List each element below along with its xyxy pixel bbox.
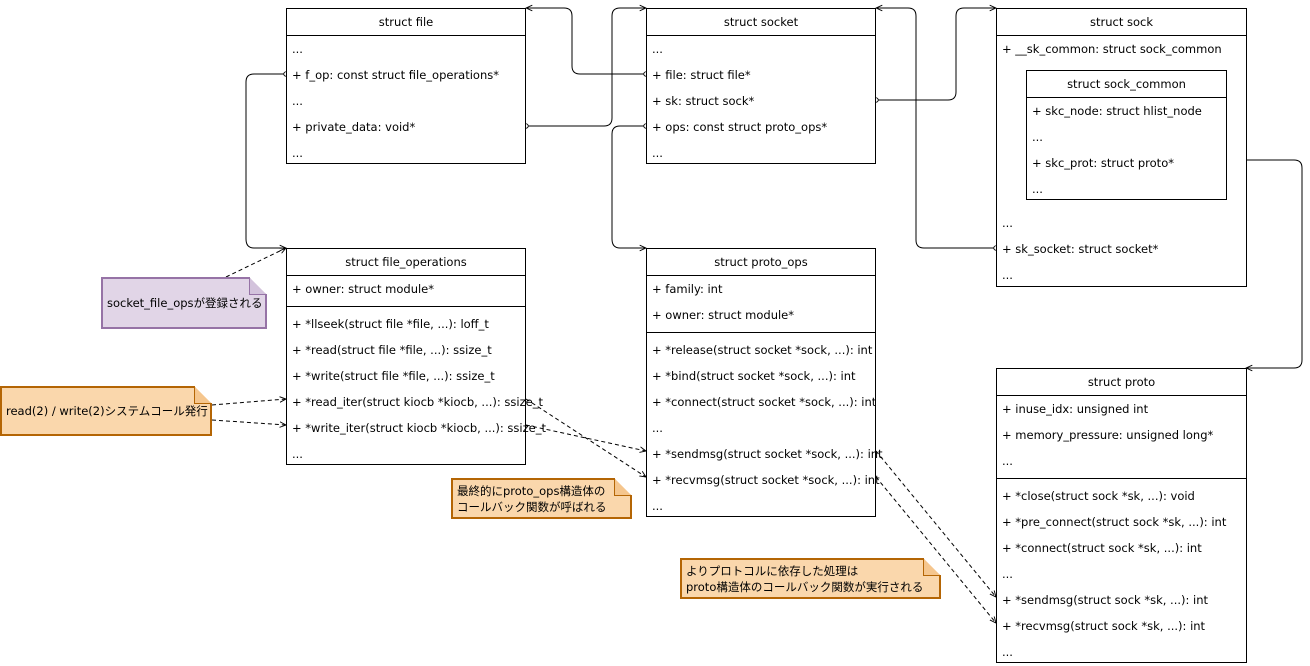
method-row: ... bbox=[1002, 567, 1013, 581]
method-row-read-iter: + *read_iter(struct kiocb *kiocb, ...): … bbox=[292, 395, 543, 409]
method-row-write-iter: + *write_iter(struct kiocb *kiocb, ...):… bbox=[292, 421, 546, 435]
divider bbox=[287, 306, 525, 307]
method-row-bind: + *bind(struct socket *sock, ...): int bbox=[652, 369, 856, 383]
class-struct-file-operations[interactable]: struct file_operations + owner: struct m… bbox=[286, 248, 546, 465]
method-row-sendmsg: + *sendmsg(struct sock *sk, ...): int bbox=[1002, 593, 1209, 607]
note-syscall[interactable]: read(2) / write(2)システムコール発行 bbox=[0, 386, 212, 436]
class-struct-socket[interactable]: struct socket ... + file: struct file* +… bbox=[646, 8, 876, 164]
class-row-skc-node: + skc_node: struct hlist_node bbox=[1032, 104, 1202, 118]
class-row-owner: + owner: struct module* bbox=[652, 308, 795, 322]
class-struct-sock-common[interactable]: struct sock_common + skc_node: struct hl… bbox=[1026, 70, 1227, 200]
method-row-release: + *release(struct socket *sock, ...): in… bbox=[652, 343, 873, 357]
class-row-f-op: + f_op: const struct file_operations* bbox=[292, 68, 499, 82]
edge-read-iter-to-recvmsg bbox=[525, 398, 646, 477]
note-line-syscall-write-iter bbox=[211, 419, 286, 425]
class-title: struct sock_common bbox=[1027, 71, 1226, 98]
class-row-ops: + ops: const struct proto_ops* bbox=[652, 120, 828, 134]
method-row: ... bbox=[292, 447, 303, 461]
class-row: ... bbox=[652, 146, 663, 160]
class-row: ... bbox=[292, 94, 303, 108]
class-struct-proto[interactable]: struct proto + inuse_idx: unsigned int +… bbox=[996, 368, 1247, 663]
class-row-owner: + owner: struct module* bbox=[292, 282, 435, 296]
method-row-connect: + *connect(struct sock *sk, ...): int bbox=[1002, 541, 1202, 555]
method-row-recvmsg: + *recvmsg(struct socket *sock, ...): in… bbox=[652, 473, 880, 487]
note-fold-icon bbox=[194, 386, 212, 404]
edge-socket-file-to-file bbox=[526, 8, 646, 74]
edge-sk-socket-to-socket bbox=[876, 8, 996, 248]
class-title: struct proto bbox=[997, 369, 1246, 396]
edge-recvmsg-to-proto-recvmsg bbox=[875, 476, 996, 623]
class-title: struct proto_ops bbox=[647, 249, 875, 276]
note-line-syscall-read-iter bbox=[211, 399, 286, 406]
note-fold-icon bbox=[923, 558, 941, 576]
class-row-sk-socket: + sk_socket: struct socket* bbox=[1002, 242, 1159, 256]
method-row: ... bbox=[1002, 645, 1013, 659]
note-text-line: コールバック関数が呼ばれる bbox=[457, 499, 607, 514]
class-row: ... bbox=[1002, 268, 1013, 282]
divider bbox=[997, 478, 1246, 479]
note-line-socket-file-ops bbox=[225, 248, 286, 278]
method-row-sendmsg: + *sendmsg(struct socket *sock, ...): in… bbox=[652, 447, 883, 461]
note-text-line: proto構造体のコールバック関数が実行される bbox=[686, 579, 924, 594]
class-row-sk-common: + __sk_common: struct sock_common bbox=[1002, 42, 1222, 56]
note-fold-icon bbox=[249, 277, 267, 295]
edge-ops-to-proto-ops bbox=[611, 126, 646, 248]
class-row: ... bbox=[1032, 130, 1043, 144]
edge-private-data-to-socket bbox=[526, 8, 646, 126]
class-row: ... bbox=[1002, 454, 1013, 468]
class-row: ... bbox=[652, 42, 663, 56]
note-text: socket_file_opsが登録される bbox=[107, 296, 263, 310]
method-row-write: + *write(struct file *file, ...): ssize_… bbox=[292, 369, 495, 383]
class-row-file: + file: struct file* bbox=[652, 68, 751, 82]
class-title: struct socket bbox=[647, 9, 875, 36]
method-row-connect: + *connect(struct socket *sock, ...): in… bbox=[652, 395, 877, 409]
note-text: read(2) / write(2)システムコール発行 bbox=[6, 404, 208, 418]
note-socket-file-ops[interactable]: socket_file_opsが登録される bbox=[101, 277, 267, 329]
edge-sendmsg-to-proto-sendmsg bbox=[875, 450, 996, 597]
method-row-recvmsg: + *recvmsg(struct sock *sk, ...): int bbox=[1002, 619, 1206, 633]
class-row-skc-prot: + skc_prot: struct proto* bbox=[1032, 156, 1174, 170]
class-row-family: + family: int bbox=[652, 282, 723, 296]
class-row: ... bbox=[292, 42, 303, 56]
class-row: ... bbox=[1002, 216, 1013, 230]
method-row-read: + *read(struct file *file, ...): ssize_t bbox=[292, 343, 492, 357]
note-fold-icon bbox=[614, 478, 632, 496]
divider bbox=[647, 332, 875, 333]
edge-sk-to-sock bbox=[876, 8, 996, 100]
note-text-line: 最終的にproto_ops構造体の bbox=[457, 483, 606, 498]
edge-skc-prot-to-proto bbox=[1226, 159, 1303, 368]
edge-fop-to-file-operations bbox=[245, 74, 286, 248]
method-row-pre-connect: + *pre_connect(struct sock *sk, ...): in… bbox=[1002, 515, 1227, 529]
class-row-inuse-idx: + inuse_idx: unsigned int bbox=[1002, 402, 1149, 416]
method-row-close: + *close(struct sock *sk, ...): void bbox=[1002, 489, 1195, 503]
class-row-sk: + sk: struct sock* bbox=[652, 94, 755, 108]
method-row: ... bbox=[652, 499, 663, 513]
note-proto-callback[interactable]: よりプロトコルに依存した処理は proto構造体のコールバック関数が実行される bbox=[680, 558, 941, 599]
class-struct-proto-ops[interactable]: struct proto_ops + family: int + owner: … bbox=[646, 248, 883, 517]
method-row: ... bbox=[652, 421, 663, 435]
class-row: ... bbox=[1032, 182, 1043, 196]
class-title: struct sock bbox=[997, 9, 1246, 36]
class-struct-file[interactable]: struct file ... + f_op: const struct fil… bbox=[286, 8, 526, 164]
class-row-memory-pressure: + memory_pressure: unsigned long* bbox=[1002, 428, 1214, 442]
class-row-private-data: + private_data: void* bbox=[292, 120, 416, 134]
method-row-llseek: + *llseek(struct file *file, ...): loff_… bbox=[292, 317, 489, 331]
class-title: struct file_operations bbox=[287, 249, 525, 276]
note-text-line: よりプロトコルに依存した処理は bbox=[686, 563, 859, 578]
class-title: struct file bbox=[287, 9, 525, 36]
note-proto-ops-callback[interactable]: 最終的にproto_ops構造体の コールバック関数が呼ばれる bbox=[451, 478, 632, 519]
class-row: ... bbox=[292, 146, 303, 160]
